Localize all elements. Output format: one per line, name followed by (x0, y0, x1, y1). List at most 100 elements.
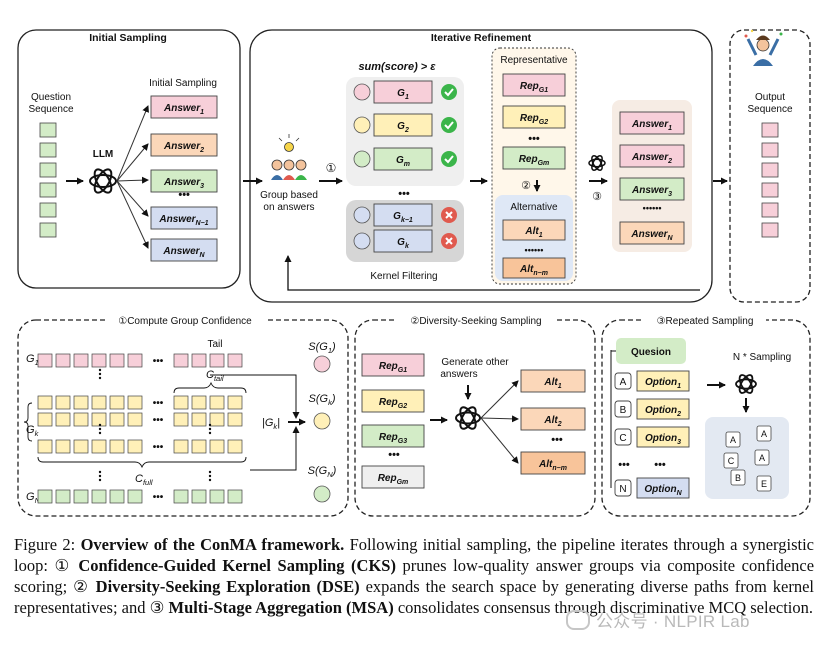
token-cell (55, 489, 71, 504)
loop-back-arrow (284, 255, 700, 291)
group-confidence-circle (353, 206, 371, 224)
sample-box (723, 452, 739, 469)
caption-msa: Multi-Stage Aggregation (MSA) (168, 598, 394, 617)
token-cell (91, 353, 107, 368)
question-block (39, 162, 57, 178)
sample-letter: A (730, 435, 736, 445)
token-dots: ••• (153, 398, 164, 409)
token-cell (191, 489, 207, 504)
output-answer-label: Answer2 (631, 152, 672, 165)
token-dots: ••• (153, 492, 164, 503)
dss-representative-label: RepG1 (379, 361, 407, 374)
dss-representative-box (361, 424, 425, 448)
token-cell (73, 395, 89, 410)
output-block (761, 222, 779, 238)
question-block (39, 122, 57, 138)
s-gn-circle (313, 485, 331, 503)
vertical-dot (98, 427, 102, 431)
output-dots: •••••• (643, 203, 662, 213)
token-cell (227, 489, 243, 504)
token-cell (73, 489, 89, 504)
token-cell (173, 439, 189, 454)
token-dots: ••• (153, 415, 164, 426)
question-sequence-blocks (39, 122, 57, 238)
dss-alt-dots: ••• (551, 434, 563, 446)
group-confidence-circle (353, 116, 371, 134)
group-confidence-circle (353, 150, 371, 168)
vertical-dot (98, 368, 102, 372)
token-cell (191, 395, 207, 410)
output-block (761, 142, 779, 158)
option-letter-box (614, 400, 632, 418)
option-letter: N (619, 484, 626, 495)
gk-brace (23, 402, 33, 442)
token-cell (227, 439, 243, 454)
output-block (761, 182, 779, 198)
group-label: Gk−1 (393, 211, 413, 224)
question-block (39, 202, 57, 218)
step3-marker: ③ (592, 191, 602, 203)
token-dots: ••• (153, 442, 164, 453)
group-box (373, 113, 433, 137)
question-label: Quesion (631, 347, 671, 358)
answer-label: Answer3 (163, 177, 204, 190)
alternative-label: Altn−m (519, 264, 548, 277)
alternative-title: Alternative (510, 202, 558, 213)
sample-box (756, 475, 772, 492)
llm-icon-dss (455, 406, 481, 430)
token-cell (73, 353, 89, 368)
group-confidence-circle (353, 83, 371, 101)
option-letter: C (619, 433, 626, 444)
output-answer-box (619, 144, 685, 168)
option-box (636, 398, 690, 420)
dss-alternative-label: Alt2 (543, 415, 561, 428)
token-cell (37, 412, 53, 427)
group-box (373, 203, 433, 227)
answer-box (150, 133, 218, 157)
group-confidence-circle (353, 232, 371, 250)
option-letter-box (614, 428, 632, 446)
question-block (39, 222, 57, 238)
s-g1-circle (313, 355, 331, 373)
iterative-refinement-title: Iterative Refinement (431, 32, 532, 44)
cross-icon-mark (445, 211, 453, 219)
token-cell (173, 395, 189, 410)
output-answer-box (619, 177, 685, 201)
dss-representative-box (361, 389, 425, 413)
option-letter: A (620, 377, 627, 388)
dss-representative-box (361, 465, 425, 489)
dss-alternative-box (520, 451, 586, 475)
group-label: G1 (397, 88, 409, 101)
group-label-2: on answers (263, 202, 314, 213)
token-cell (173, 353, 189, 368)
token-cell (209, 489, 225, 504)
option-letter-dots: ••• (618, 459, 630, 471)
token-confidence-grid: ••••••••••••••• (37, 353, 243, 504)
dss-alternative-box (520, 369, 586, 393)
watermark-text: 公众号 · NLPIR Lab (596, 612, 750, 631)
check-icon-mark (444, 121, 454, 130)
sample-box (730, 469, 746, 486)
representative-label: RepG1 (520, 81, 548, 94)
alternative-box (502, 219, 566, 241)
check-icon-mark (444, 155, 454, 164)
answer-box (150, 169, 218, 193)
option-dots: ••• (654, 459, 666, 471)
dss-representative-label: RepG2 (379, 397, 407, 410)
output-answer-box (619, 111, 685, 135)
option-letter: B (620, 405, 627, 416)
wechat-icon (566, 610, 590, 630)
representative-label: RepGm (519, 154, 550, 167)
vertical-dot (208, 427, 212, 431)
step1-marker: ① (326, 161, 337, 175)
option-letter-box (614, 372, 632, 390)
caption-cks: Confidence-Guided Kernel Sampling (CKS) (78, 556, 396, 575)
token-cell (73, 412, 89, 427)
rep-dots: ••• (528, 133, 540, 145)
token-cell (91, 489, 107, 504)
sample-letter: A (761, 429, 767, 439)
